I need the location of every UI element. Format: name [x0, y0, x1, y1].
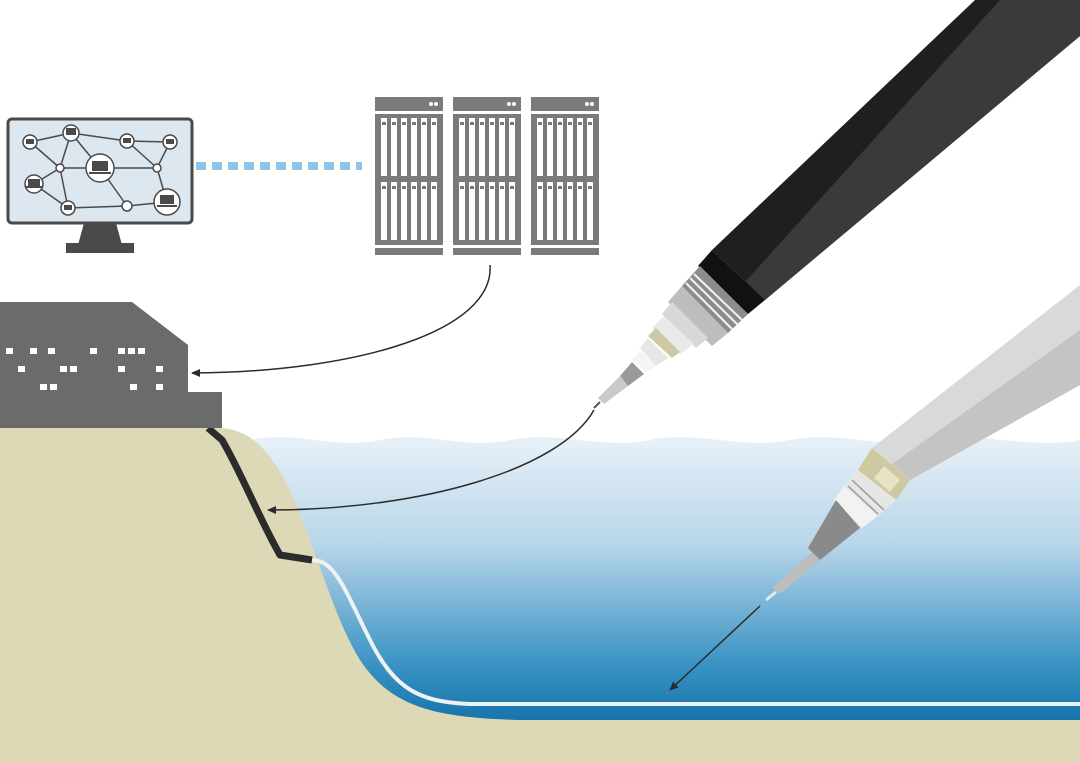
network-monitor-icon [6, 117, 194, 253]
arrow-deep-sea-cable-to-seabed [669, 605, 761, 691]
arrow-servers-to-building [191, 264, 491, 377]
server-rack-3 [531, 97, 599, 255]
node-laptop-glyphs [26, 128, 177, 210]
server-rack-1 [375, 97, 443, 255]
server-rack-icon [375, 97, 599, 255]
subsea-cable [311, 558, 1080, 706]
server-rack-2 [453, 97, 521, 255]
building-windows [6, 348, 163, 390]
landing-station-building-icon [0, 302, 222, 428]
armored-cable-cutaway-icon [593, 0, 1080, 409]
deep-sea-cable-cutaway-icon [765, 285, 1080, 602]
arrow-armored-cable-to-shore [267, 409, 595, 514]
shore-end-cable [205, 425, 313, 564]
deep-sea-cable-strands [847, 479, 885, 515]
armor-wires [685, 273, 743, 330]
